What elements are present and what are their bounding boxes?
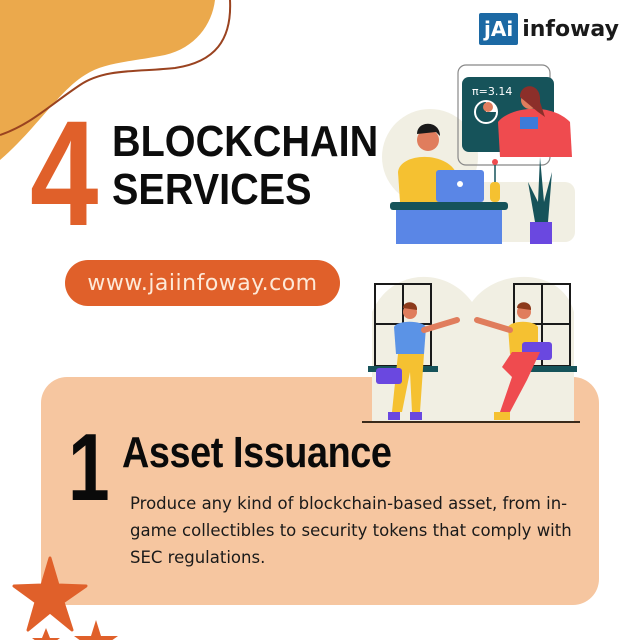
service-description: Produce any kind of blockchain-based ass… [130, 494, 572, 567]
two-people-greeting-illustration-icon [362, 276, 580, 423]
online-classroom-illustration-icon: π=3.14 [382, 64, 575, 244]
stars-decoration-icon [12, 556, 118, 640]
brand-logo[interactable]: jAi infoway [479, 11, 619, 47]
website-link[interactable]: www.jaiinfoway.com [65, 260, 340, 306]
board-text: π=3.14 [472, 85, 512, 98]
logo-mark: jAi [479, 13, 519, 45]
service-number: 1 [68, 414, 110, 521]
title-line-2: SERVICES [112, 165, 312, 214]
services-count: 4 [30, 89, 99, 257]
page-title: BLOCKCHAIN SERVICES [112, 118, 378, 214]
logo-text: infoway [522, 16, 619, 42]
title-line-1: BLOCKCHAIN [112, 117, 379, 166]
service-title: Asset Issuance [122, 428, 392, 477]
corner-blob-decoration [0, 0, 232, 160]
